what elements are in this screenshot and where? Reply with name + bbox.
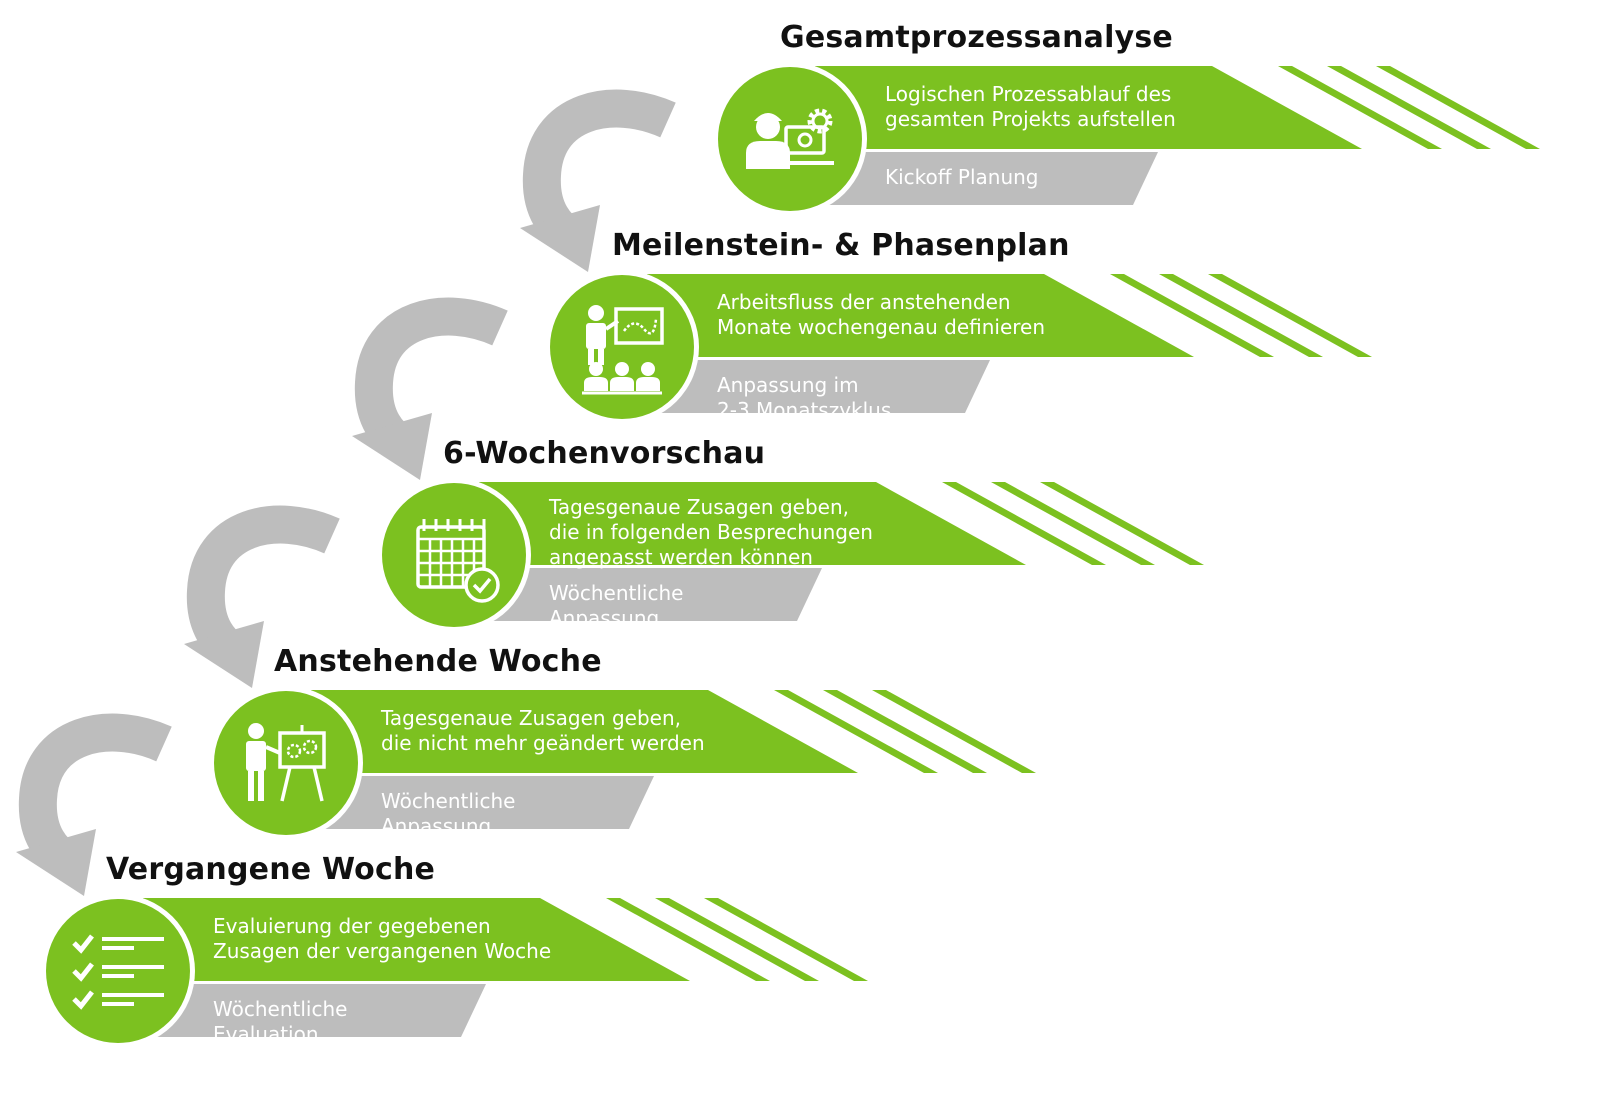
step-frequency: Wöchentliche Evaluation [213, 997, 348, 1046]
decor-stripe [872, 690, 1036, 773]
decor-stripe [823, 690, 987, 773]
step-title: Gesamtprozessanalyse [780, 20, 1173, 55]
step-frequency: Kickoff Planung [885, 165, 1039, 189]
step-banner [41, 894, 868, 1048]
presenter-board-audience-icon [582, 305, 664, 395]
curved-arrow-icon [184, 505, 340, 688]
curved-arrow-icon [16, 713, 172, 896]
frequency-band [118, 984, 486, 1037]
decor-stripe [1278, 66, 1442, 149]
step-6-wochenvorschau: 6-Wochenvorschau Tagesgenaue Zusagen geb… [0, 0, 1600, 630]
step-frequency: Anpassung im 2-3 Monatszyklus [717, 373, 892, 422]
decor-stripe [774, 690, 938, 773]
frequency-band [454, 568, 822, 621]
decor-stripe [1110, 274, 1274, 357]
decor-stripe [1159, 274, 1323, 357]
description-banner [790, 66, 1362, 149]
icon-circle [382, 483, 526, 627]
step-title: 6-Wochenvorschau [443, 436, 766, 471]
decor-stripe [1208, 274, 1372, 357]
step-vergangene-woche: Vergangene Woche Evaluierung der gegeben… [0, 0, 1600, 1046]
frequency-band [622, 360, 990, 413]
step-description: Arbeitsfluss der anstehenden Monate woch… [717, 290, 1046, 339]
step-description: Tagesgenaue Zusagen geben, die in folgen… [549, 495, 873, 569]
description-banner [286, 690, 858, 773]
step-banner [713, 62, 1540, 216]
step-meilenstein-phasenplan: Meilenstein- & Phasenplan Arbeitsfluss d… [0, 0, 1600, 422]
person-laptop-gear-icon [746, 108, 834, 169]
curved-arrow-icon [520, 89, 676, 272]
step-description: Evaluierung der gegebenen Zusagen der ve… [213, 914, 552, 963]
step-title: Meilenstein- & Phasenplan [612, 228, 1070, 263]
curved-arrow-icon [352, 297, 508, 480]
description-banner [454, 482, 1026, 565]
decor-stripe [606, 898, 770, 981]
step-anstehende-woche: Anstehende Woche Tagesgenaue Zusagen geb… [0, 0, 1600, 838]
calendar-check-icon [416, 519, 500, 603]
decor-stripe [704, 898, 868, 981]
description-banner [118, 898, 690, 981]
decor-stripe [655, 898, 819, 981]
icon-circle [214, 691, 358, 835]
decor-stripe [1327, 66, 1491, 149]
description-banner [622, 274, 1194, 357]
step-banner [377, 478, 1204, 632]
step-frequency: Wöchentliche Anpassung [381, 789, 516, 838]
checklist-icon [72, 934, 164, 1010]
step-banner [209, 686, 1036, 840]
step-frequency: Wöchentliche Anpassung [549, 581, 684, 630]
decor-stripe [942, 482, 1106, 565]
step-title: Vergangene Woche [106, 852, 436, 887]
step-banner [545, 270, 1372, 424]
decor-stripe [1376, 66, 1540, 149]
decor-stripe [991, 482, 1155, 565]
step-description: Tagesgenaue Zusagen geben, die nicht meh… [381, 706, 705, 755]
step-title: Anstehende Woche [274, 644, 602, 679]
frequency-band [286, 776, 654, 829]
icon-circle [46, 899, 190, 1043]
step-description: Logischen Prozessablauf des gesamten Pro… [885, 82, 1176, 131]
step-gesamtprozessanalyse: Gesamtprozessanalyse Logischen Prozessab… [0, 0, 1600, 220]
frequency-band [790, 152, 1158, 205]
presenter-easel-gears-icon [246, 723, 326, 802]
icon-circle [550, 275, 694, 419]
icon-circle [718, 67, 862, 211]
decor-stripe [1040, 482, 1204, 565]
